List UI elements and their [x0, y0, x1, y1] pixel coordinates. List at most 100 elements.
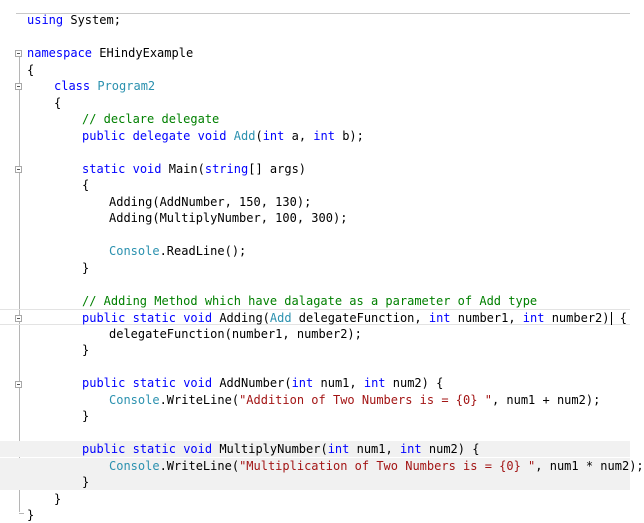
code-line[interactable]: }: [0, 474, 630, 490]
code-line[interactable]: Console.WriteLine("Addition of Two Numbe…: [0, 392, 630, 408]
code-line[interactable]: }: [0, 342, 630, 358]
code-token: int: [399, 442, 422, 456]
code-line[interactable]: namespace EHindyExample: [0, 45, 630, 61]
code-line[interactable]: Console.ReadLine();: [0, 243, 630, 259]
code-token: Console: [109, 393, 160, 407]
code-text: public static void AddNumber(int num1, i…: [82, 375, 443, 391]
code-text: // declare delegate: [82, 111, 219, 127]
code-token: MultiplyNumber(: [212, 442, 328, 456]
code-token: System;: [63, 13, 121, 27]
code-line[interactable]: delegateFunction(number1, number2);: [0, 326, 630, 342]
code-token: {: [54, 96, 62, 110]
code-token: Add: [269, 311, 292, 325]
code-token: {: [27, 63, 35, 77]
code-line[interactable]: using System;: [0, 12, 630, 28]
code-token: // declare delegate: [82, 112, 220, 126]
code-token: public: [82, 376, 126, 390]
code-token: a,: [284, 129, 314, 143]
collapse-class-icon[interactable]: [15, 83, 22, 90]
code-line[interactable]: [0, 28, 630, 44]
code-text: }: [82, 408, 89, 424]
code-token: }: [54, 492, 62, 506]
code-token: Console: [109, 459, 160, 473]
code-token: delegate: [132, 129, 191, 143]
code-token: void: [132, 162, 162, 176]
code-line[interactable]: // declare delegate: [0, 111, 630, 127]
code-token: using: [27, 13, 64, 27]
code-line[interactable]: {: [0, 62, 630, 78]
code-line[interactable]: static void Main(string[] args): [0, 161, 630, 177]
code-token: int: [262, 129, 285, 143]
collapse-namespace-icon[interactable]: [15, 50, 22, 57]
code-text: }: [82, 474, 89, 490]
code-token: Adding(MultiplyNumber, 100, 300);: [109, 211, 348, 225]
code-token: string: [204, 162, 249, 176]
code-token: public: [82, 311, 126, 325]
code-token: [125, 376, 132, 390]
code-token: num2) {: [421, 442, 480, 456]
code-line[interactable]: [0, 144, 630, 160]
code-line[interactable]: Adding(MultiplyNumber, 100, 300);: [0, 210, 630, 226]
collapse-addnumber-icon[interactable]: [15, 381, 22, 388]
code-text: Console.WriteLine("Multiplication of Two…: [109, 458, 644, 474]
code-token: int: [428, 311, 451, 325]
code-line[interactable]: // Adding Method which have dalagate as …: [0, 293, 630, 309]
code-token: [] args): [248, 162, 307, 176]
code-token: number1,: [450, 311, 523, 325]
code-token: }: [82, 343, 90, 357]
code-token: [125, 311, 132, 325]
code-line[interactable]: public delegate void Add(int a, int b);: [0, 128, 630, 144]
code-token: .WriteLine(: [159, 459, 240, 473]
code-token: , num1 * num2);: [535, 459, 644, 473]
code-token: [125, 162, 132, 176]
code-line[interactable]: [0, 227, 630, 243]
code-line[interactable]: [0, 359, 630, 375]
code-token: void: [197, 129, 227, 143]
code-text: class Program2: [54, 78, 155, 94]
code-text: }: [82, 260, 89, 276]
code-token: (: [255, 129, 263, 143]
code-token: public: [82, 442, 126, 456]
code-token: }: [82, 261, 90, 275]
code-text: public static void Adding(Add delegateFu…: [82, 310, 627, 326]
collapse-adding-icon[interactable]: [15, 315, 22, 322]
code-text: public static void MultiplyNumber(int nu…: [82, 441, 479, 457]
code-line[interactable]: }: [0, 491, 630, 507]
code-line[interactable]: class Program2: [0, 78, 630, 94]
collapse-main-icon[interactable]: [15, 166, 22, 173]
code-token: AddNumber(: [212, 376, 292, 390]
code-line[interactable]: }: [0, 507, 630, 523]
code-text: Console.WriteLine("Addition of Two Numbe…: [109, 392, 600, 408]
code-token: b);: [334, 129, 364, 143]
code-token: EHindyExample: [92, 46, 194, 60]
code-token: }: [82, 475, 90, 489]
code-text: Adding(MultiplyNumber, 100, 300);: [109, 210, 347, 226]
code-token: Adding(AddNumber, 150, 130);: [109, 195, 312, 209]
editor-top-border: [16, 13, 630, 14]
code-line[interactable]: {: [0, 177, 630, 193]
code-token: int: [313, 129, 335, 143]
code-text: }: [27, 507, 34, 523]
code-line[interactable]: Console.WriteLine("Multiplication of Two…: [0, 458, 644, 474]
outline-end-tick: [19, 513, 24, 514]
code-token: static: [132, 376, 176, 390]
code-token: int: [363, 376, 386, 390]
code-token: static: [132, 442, 176, 456]
code-line[interactable]: Adding(AddNumber, 150, 130);: [0, 194, 630, 210]
code-line[interactable]: [0, 425, 630, 441]
code-token: public: [82, 129, 126, 143]
code-token: .WriteLine(: [159, 393, 240, 407]
code-line[interactable]: {: [0, 95, 630, 111]
code-line[interactable]: public static void Adding(Add delegateFu…: [0, 309, 630, 325]
code-token: .ReadLine();: [159, 244, 247, 258]
code-line[interactable]: }: [0, 408, 630, 424]
code-token: void: [183, 311, 213, 325]
code-line[interactable]: public static void MultiplyNumber(int nu…: [0, 441, 630, 457]
code-text: using System;: [27, 12, 121, 28]
code-text: static void Main(string[] args): [82, 161, 306, 177]
code-line[interactable]: [0, 276, 630, 292]
code-line[interactable]: }: [0, 260, 630, 276]
code-text: Adding(AddNumber, 150, 130);: [109, 194, 311, 210]
code-line[interactable]: public static void AddNumber(int num1, i…: [0, 375, 630, 391]
